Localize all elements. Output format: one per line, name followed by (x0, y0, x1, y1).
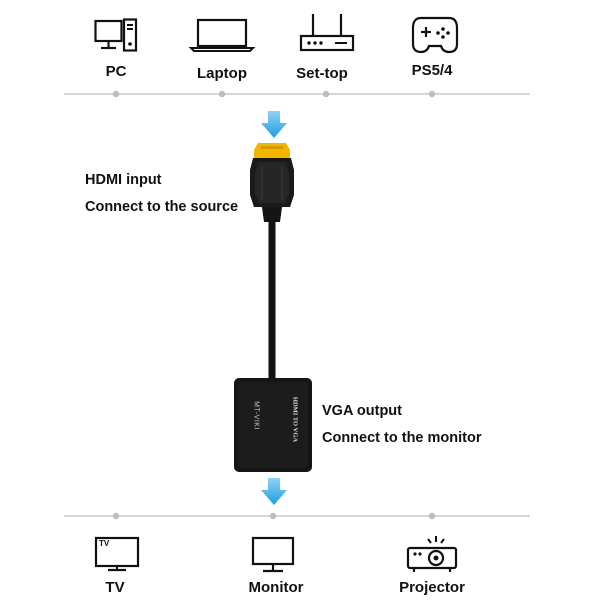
input-subtitle: Connect to the source (85, 199, 239, 215)
monitor-icon (251, 536, 295, 573)
arrow-down-icon-output (261, 478, 287, 505)
tv-icon (94, 536, 140, 572)
set-top-box-icon (299, 14, 355, 52)
tv-icon-text: TV (99, 539, 110, 548)
projector-icon (406, 536, 458, 572)
adapter-model: HDMI TO VGA (291, 396, 299, 443)
source-label-ps5: PS5/4 (411, 62, 453, 79)
display-label-monitor: Monitor (248, 579, 304, 596)
hdmi-plug-tip (254, 143, 290, 160)
input-title: HDMI input (85, 172, 162, 188)
display-label-tv: TV (105, 579, 125, 596)
source-label-laptop: Laptop (197, 65, 247, 82)
gamepad-icon (411, 16, 459, 54)
laptop-icon (188, 18, 256, 52)
pc-icon (94, 18, 138, 52)
display-label-projector: Projector (399, 579, 465, 596)
source-label-pc: PC (105, 63, 127, 80)
output-subtitle: Connect to the monitor (322, 430, 482, 446)
output-title: VGA output (322, 403, 402, 419)
source-label-set-top: Set-top (296, 65, 348, 82)
adapter-brand: MT-VIKI (252, 401, 260, 430)
arrow-down-icon (261, 111, 287, 138)
